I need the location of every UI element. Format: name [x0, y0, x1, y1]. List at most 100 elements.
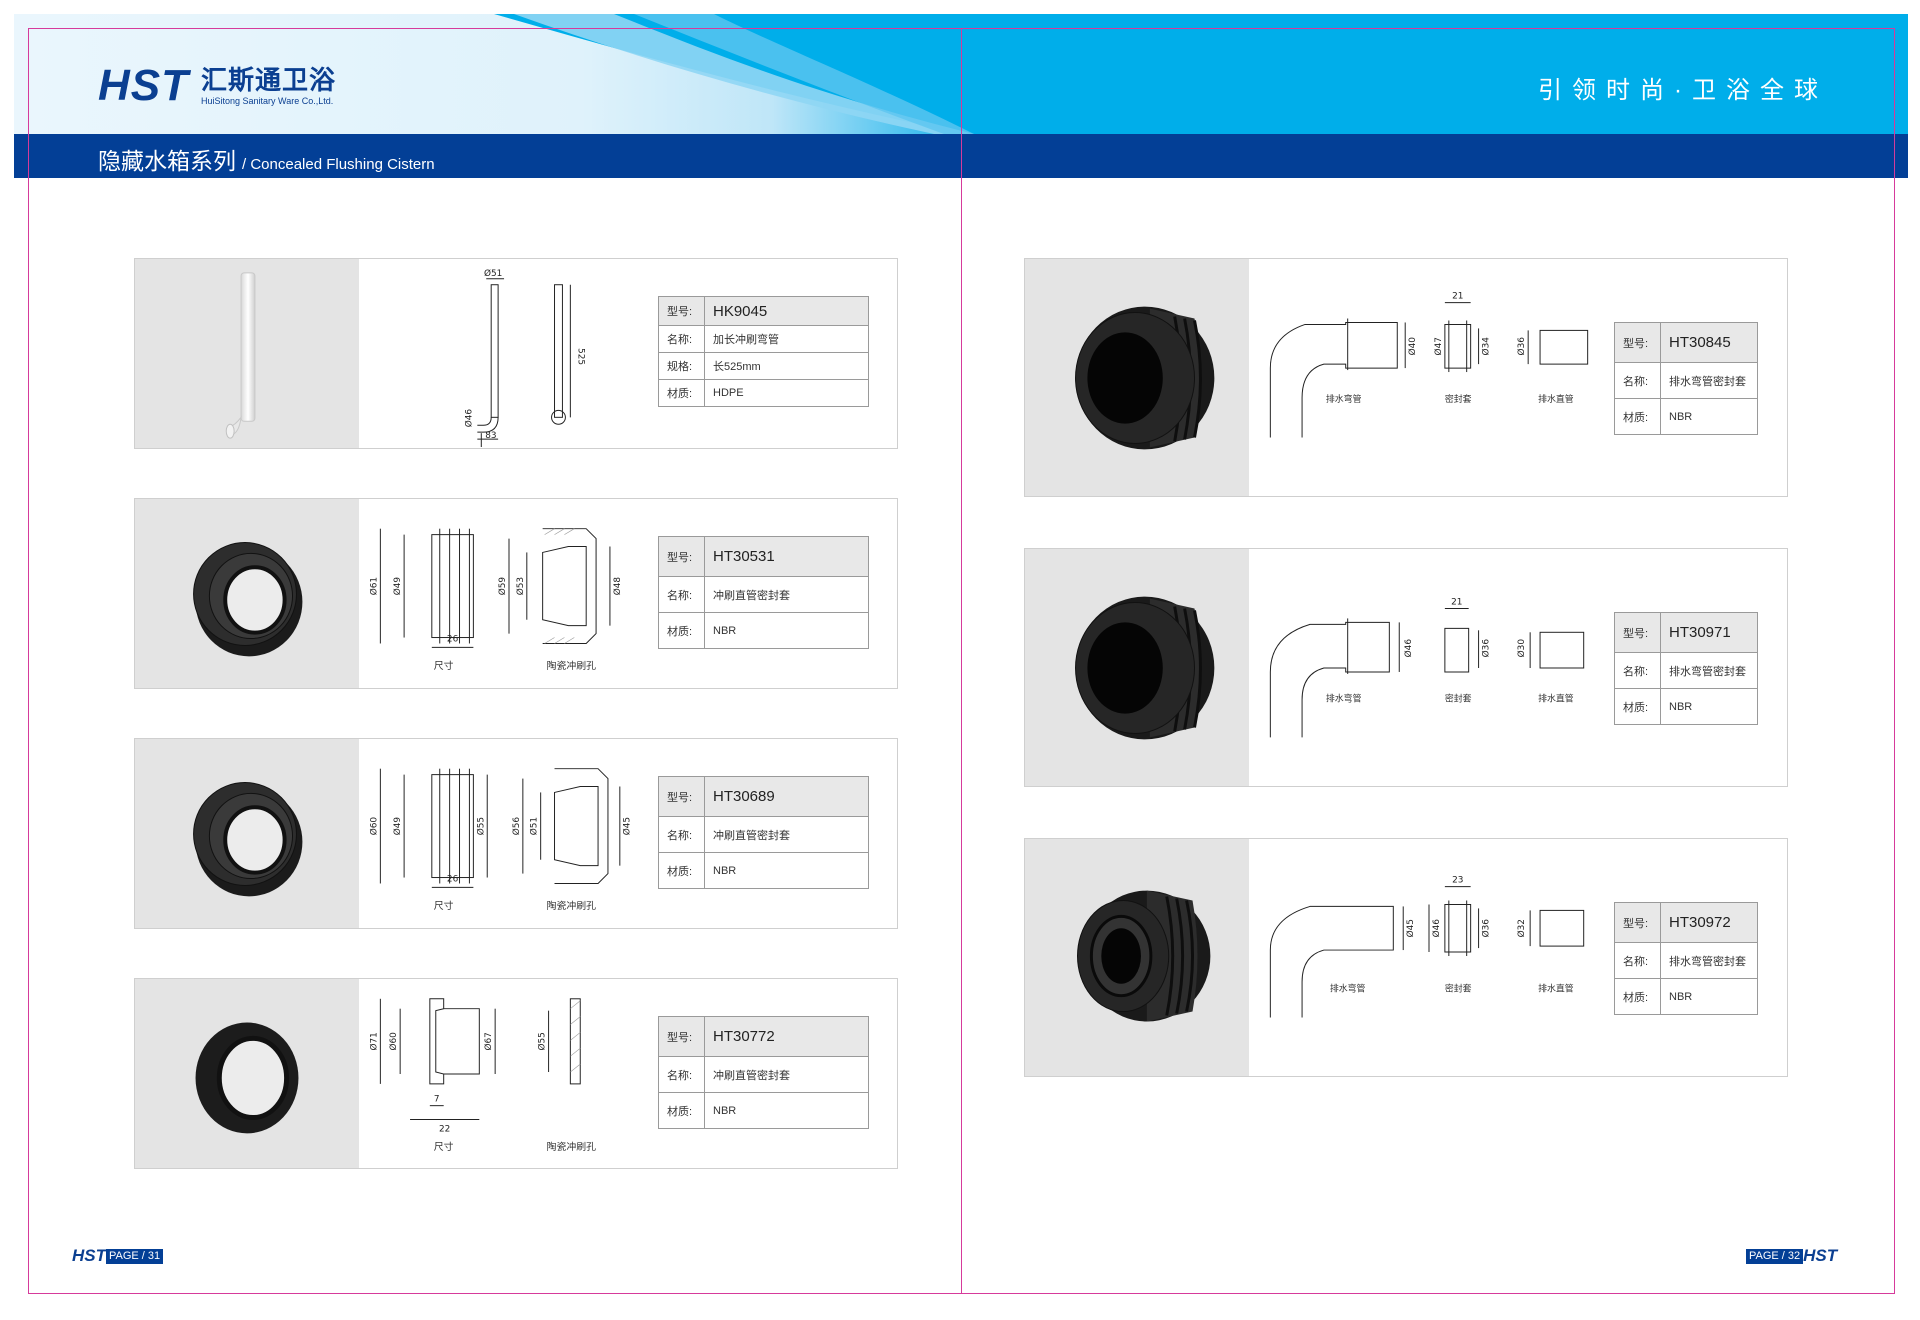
header-slogan: 引领时尚·卫浴全球	[1538, 77, 1828, 104]
spec-table: 型号:HT30689 名称:冲刷直管密封套 材质:NBR	[658, 776, 869, 889]
page-number: PAGE / 31	[106, 1248, 164, 1264]
spec-name: 排水弯管密封套	[1660, 362, 1758, 399]
caption-size: 尺寸	[434, 659, 454, 672]
spec-key-name: 名称:	[658, 816, 705, 853]
product-photo	[135, 979, 359, 1168]
rubber-seal-illustration	[193, 542, 303, 657]
dim-width: 83	[485, 431, 496, 441]
caption-seal: 密封套	[1445, 393, 1472, 404]
footer-left: HST PAGE / 31	[72, 1246, 164, 1266]
spec-key-name: 名称:	[658, 325, 705, 353]
spec-model: HT30972	[1660, 902, 1758, 943]
spec-key-name: 名称:	[658, 1056, 705, 1093]
spec-name: 冲刷直管密封套	[704, 576, 869, 613]
spec-name: 排水弯管密封套	[1660, 652, 1758, 689]
series-title: 隐藏水箱系列/ Concealed Flushing Cistern	[98, 142, 435, 176]
spec-material: NBR	[1660, 688, 1758, 725]
product-card-ht30531: Ø61 Ø49 26 Ø59 Ø53 Ø48 尺寸 陶瓷冲刷孔 型号:HT305…	[134, 498, 898, 689]
dim-e: Ø36	[1516, 337, 1527, 356]
caption-seal: 密封套	[1445, 983, 1472, 994]
spec-key-name: 名称:	[1614, 942, 1661, 979]
technical-drawing: Ø45 23 Ø46 Ø36 Ø32 排水弯管 密封套 排水直管	[1249, 839, 1609, 1076]
spec-name: 加长冲刷弯管	[704, 325, 869, 353]
dim-hole-mid: Ø53	[515, 577, 526, 595]
technical-drawing: Ø46 21 Ø36 Ø30 排水弯管 密封套 排水直管	[1249, 549, 1609, 786]
caption-ceramic-hole: 陶瓷冲刷孔	[547, 659, 597, 672]
technical-drawing: Ø71 Ø60 Ø67 7 22 Ø55 尺寸 陶瓷冲刷孔	[359, 979, 659, 1168]
spec-key-material: 材质:	[658, 1092, 705, 1129]
dim-width: 26	[447, 874, 459, 884]
spec-key-material: 材质:	[1614, 398, 1661, 435]
spec-table: 型号:HT30845 名称:排水弯管密封套 材质:NBR	[1614, 322, 1758, 435]
drain-seal-illustration	[1075, 596, 1215, 740]
spec-model: HT30971	[1660, 612, 1758, 653]
dim-hole-inner: Ø48	[612, 577, 623, 596]
product-card-ht30689: Ø60 Ø49 Ø55 26 Ø56 Ø51 Ø45 尺寸 陶瓷冲刷孔 型号:H…	[134, 738, 898, 929]
dim-outer: Ø61	[368, 577, 379, 595]
spec-key-spec: 规格:	[658, 352, 705, 380]
product-card-ht30971: Ø46 21 Ø36 Ø30 排水弯管 密封套 排水直管 型号:HT30971 …	[1024, 548, 1788, 787]
dim-d: Ø30	[1516, 639, 1527, 658]
dim-c: Ø36	[1480, 639, 1491, 658]
spec-key-model: 型号:	[1614, 902, 1661, 943]
spec-model: HK9045	[704, 296, 869, 326]
drain-seal-illustration	[1077, 890, 1211, 1022]
spec-table: 型号:HT30531 名称:冲刷直管密封套 材质:NBR	[658, 536, 869, 649]
product-photo	[135, 739, 359, 928]
spec-key-model: 型号:	[658, 1016, 705, 1057]
caption-drain-straight: 排水直管	[1538, 983, 1574, 994]
dim-inner: Ø49	[392, 817, 403, 836]
caption-drain-bend: 排水弯管	[1326, 693, 1362, 704]
caption-size: 尺寸	[434, 899, 454, 912]
caption-drain-straight: 排水直管	[1538, 393, 1574, 404]
caption-size: 尺寸	[434, 1140, 454, 1153]
caption-ceramic-hole: 陶瓷冲刷孔	[547, 1140, 597, 1153]
dim-flange: 7	[434, 1095, 440, 1105]
technical-drawing: Ø61 Ø49 26 Ø59 Ø53 Ø48 尺寸 陶瓷冲刷孔	[359, 499, 659, 688]
spec-model: HT30531	[704, 536, 869, 577]
product-photo	[135, 259, 359, 448]
dim-a: Ø45	[1405, 919, 1416, 937]
dim-hole-outer: Ø56	[511, 817, 522, 836]
footer-logo: HST	[1803, 1246, 1838, 1265]
spec-key-model: 型号:	[658, 536, 705, 577]
technical-drawing: Ø60 Ø49 Ø55 26 Ø56 Ø51 Ø45 尺寸 陶瓷冲刷孔	[359, 739, 659, 928]
spec-name: 冲刷直管密封套	[704, 1056, 869, 1093]
caption-drain-bend: 排水弯管	[1326, 393, 1362, 404]
dim-d: Ø34	[1480, 337, 1491, 356]
spec-key-material: 材质:	[1614, 688, 1661, 725]
product-photo	[1025, 549, 1249, 786]
technical-drawing: Ø51 525 Ø46 83	[359, 259, 659, 448]
product-photo	[1025, 259, 1249, 496]
spec-key-name: 名称:	[1614, 652, 1661, 689]
rubber-seal-illustration	[193, 782, 303, 897]
spec-material: NBR	[704, 852, 869, 889]
footer-logo: HST	[72, 1246, 106, 1265]
product-card-hk9045: Ø51 525 Ø46 83 型号:HK9045 名称:加长冲刷弯管 规格:长5…	[134, 258, 898, 449]
dim-e: Ø32	[1516, 919, 1527, 937]
brand-name-cn: 汇斯通卫浴	[201, 64, 337, 95]
dim-mid: Ø55	[475, 817, 486, 835]
spec-name: 排水弯管密封套	[1660, 942, 1758, 979]
dim-a: Ø40	[1407, 337, 1418, 356]
dim-inner: Ø60	[388, 1032, 399, 1051]
flush-pipe-illustration	[225, 272, 256, 439]
dim-inner: Ø49	[392, 577, 403, 596]
spec-key-name: 名称:	[658, 576, 705, 613]
dim-a: Ø46	[1403, 639, 1414, 658]
brand-name-en: HuiSitong Sanitary Ware Co.,Ltd.	[201, 95, 334, 106]
grommet-illustration	[195, 1022, 299, 1134]
caption-seal: 密封套	[1445, 693, 1472, 704]
spec-material: NBR	[704, 612, 869, 649]
footer-right: PAGE / 32 HST	[1746, 1246, 1837, 1266]
spec-key-model: 型号:	[658, 776, 705, 817]
dim-length: 525	[575, 348, 585, 365]
spec-model: HT30845	[1660, 322, 1758, 363]
dim-hole: Ø55	[537, 1032, 548, 1050]
dim-c: Ø47	[1433, 337, 1444, 355]
spec-material: NBR	[1660, 978, 1758, 1015]
spec-table: 型号:HK9045 名称:加长冲刷弯管 规格:长525mm 材质:HDPE	[658, 296, 869, 407]
spec-key-material: 材质:	[658, 852, 705, 889]
dim-length: 22	[439, 1124, 450, 1134]
dim-b: 21	[1451, 598, 1462, 608]
